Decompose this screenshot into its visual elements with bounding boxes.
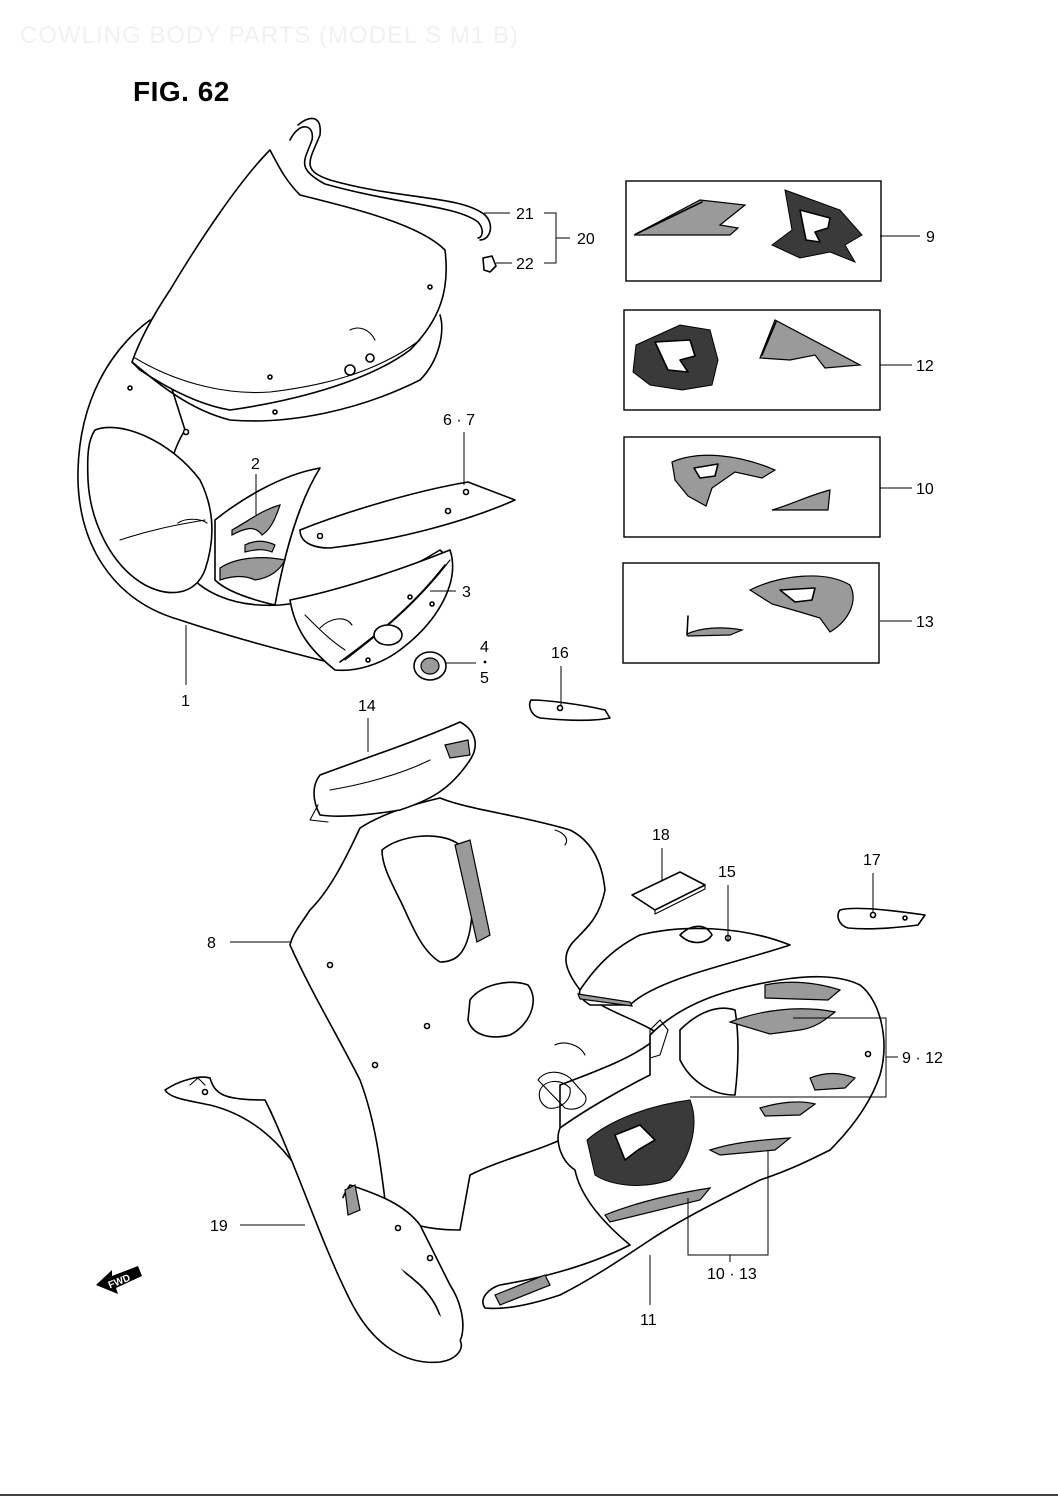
decal-set-part-13[interactable]	[622, 562, 880, 664]
bracket-part-16[interactable]	[528, 699, 611, 722]
callout-10-13: 10 · 13	[707, 1266, 757, 1283]
inner-panel-part-6-7[interactable]	[299, 481, 516, 549]
well-nut-part-4-5[interactable]	[413, 651, 447, 681]
side-cowling-part-8[interactable]	[289, 797, 661, 1231]
callout-10: 10	[916, 481, 934, 498]
callout-13: 13	[916, 614, 934, 631]
decal-set-part-10[interactable]	[623, 436, 881, 538]
callout-6-7: 6 · 7	[443, 412, 475, 429]
callout-8: 8	[207, 935, 216, 952]
callout-3: 3	[462, 584, 471, 601]
lower-cowling-part-11[interactable]	[482, 975, 885, 1310]
upper-cowling-part-1[interactable]	[77, 149, 454, 672]
bracket-part-17[interactable]	[837, 907, 926, 930]
forward-arrow-icon: FWD	[96, 1266, 142, 1294]
callout-14: 14	[358, 698, 376, 715]
callout-20: 20	[577, 231, 595, 248]
callout-4: 4	[480, 639, 489, 656]
callout-1: 1	[181, 693, 190, 710]
callout-2: 2	[251, 456, 260, 473]
callout-12: 12	[916, 358, 934, 375]
inner-duct-part-14[interactable]	[309, 721, 476, 823]
callout-9: 9	[926, 229, 935, 246]
windscreen-trim-part-21[interactable]	[289, 117, 492, 241]
under-cowl-part-19[interactable]	[164, 1076, 464, 1364]
page-header-title: COWLING BODY PARTS (MODEL S M1 B)	[20, 22, 519, 49]
callout-5: 5	[480, 670, 489, 687]
callout-17: 17	[863, 852, 881, 869]
callout-18: 18	[652, 827, 670, 844]
callout-11: 11	[640, 1312, 657, 1329]
callout-labels: 1 2 3 4 5 6 · 7 8 9 9 · 12 10 10 · 13 11…	[181, 206, 943, 1329]
figure-label: FIG. 62	[133, 76, 230, 107]
decal-set-part-9[interactable]	[625, 180, 882, 282]
callout-9-12: 9 · 12	[902, 1050, 943, 1067]
leader-lines	[185, 212, 920, 1305]
callout-15: 15	[718, 864, 736, 881]
decal-set-part-12[interactable]	[623, 309, 881, 411]
grommet-part-22[interactable]	[482, 255, 497, 273]
callout-22: 22	[516, 256, 534, 273]
callout-16: 16	[551, 645, 569, 662]
callout-21: 21	[516, 206, 534, 223]
pad-part-18[interactable]	[631, 871, 706, 915]
callout-19: 19	[210, 1218, 228, 1235]
